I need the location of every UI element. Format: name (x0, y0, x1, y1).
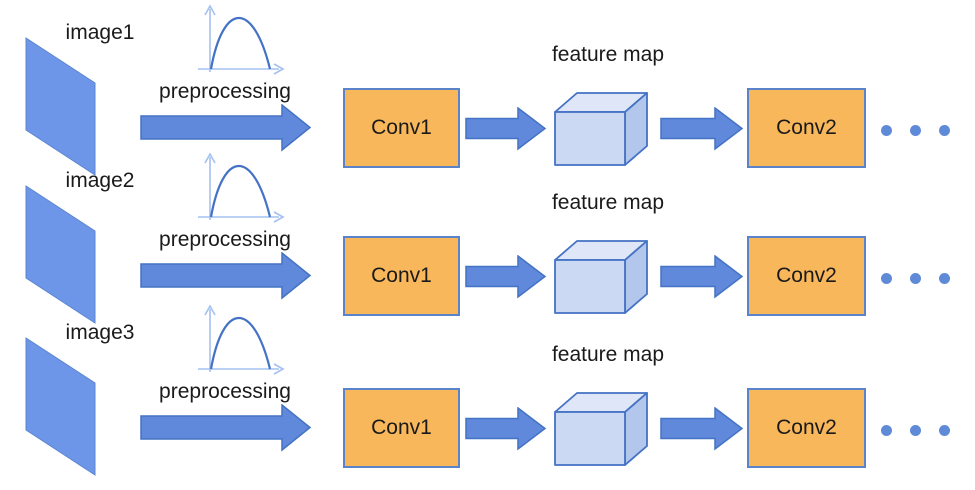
pipeline-row-3: image3 preprocessing Conv1 feature map (0, 300, 975, 490)
ellipsis-dot (939, 125, 950, 136)
feature-map-cube-icon (554, 92, 648, 166)
ellipsis-dots-icon (881, 125, 950, 136)
ellipsis-dots-icon (881, 273, 950, 284)
image-label: image2 (65, 169, 135, 192)
ellipsis-dot (881, 273, 892, 284)
feature-map-cube-icon (554, 392, 648, 466)
arrow-right-icon (660, 407, 744, 451)
ellipsis-dot (939, 425, 950, 436)
conv2-box: Conv2 (747, 88, 866, 168)
preprocessing-label: preprocessing (159, 380, 291, 403)
arrow-right-icon (660, 255, 744, 299)
ellipsis-dot (910, 425, 921, 436)
preprocessing-arrow-icon (140, 404, 312, 452)
conv1-box: Conv1 (343, 388, 460, 468)
arrow-right-icon (660, 107, 744, 151)
distribution-curve-icon (198, 304, 285, 375)
distribution-curve-icon (198, 152, 285, 223)
ellipsis-dot (910, 125, 921, 136)
pipeline-row-2: image2 preprocessing Conv1 feature map (0, 148, 975, 340)
distribution-curve-icon (198, 4, 285, 75)
conv2-box: Conv2 (747, 388, 866, 468)
image-label: image1 (65, 21, 135, 44)
feature-map-label: feature map (551, 191, 665, 214)
ellipsis-dot (881, 125, 892, 136)
arrow-right-icon (465, 255, 547, 299)
pipeline-row-1: image1 preprocessing Conv1 feature map (0, 0, 975, 192)
preprocessing-label: preprocessing (159, 228, 291, 251)
conv1-box: Conv1 (343, 236, 460, 316)
feature-map-label: feature map (551, 43, 665, 66)
image-parallelogram-icon (25, 337, 96, 476)
ellipsis-dots-icon (881, 425, 950, 436)
preprocessing-arrow-icon (140, 252, 312, 300)
arrow-right-icon (465, 407, 547, 451)
arrow-right-icon (465, 107, 547, 151)
conv1-box: Conv1 (343, 88, 460, 168)
preprocessing-label: preprocessing (159, 80, 291, 103)
image-parallelogram-icon (25, 37, 96, 176)
image-label: image3 (65, 321, 135, 344)
ellipsis-dot (939, 273, 950, 284)
feature-map-label: feature map (551, 343, 665, 366)
image-parallelogram-icon (25, 185, 96, 324)
ellipsis-dot (881, 425, 892, 436)
ellipsis-dot (910, 273, 921, 284)
preprocessing-arrow-icon (140, 104, 312, 152)
conv2-box: Conv2 (747, 236, 866, 316)
feature-map-cube-icon (554, 240, 648, 314)
